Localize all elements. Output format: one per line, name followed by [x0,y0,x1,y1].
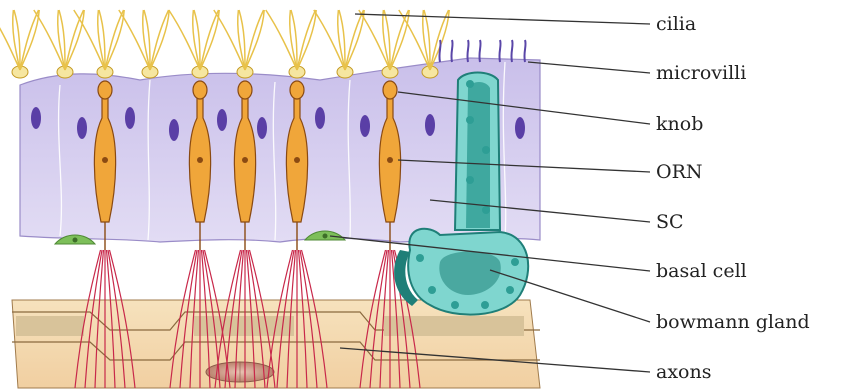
cilium [105,10,124,70]
knob [98,81,112,99]
label-orn: ORN [656,161,703,183]
orn-nucleus [102,157,108,163]
cilium [424,10,430,70]
gland-nucleus [416,254,424,262]
cilium [390,10,409,70]
cilium [200,10,219,70]
cilium [200,10,219,70]
labels: cilia microvilli knob ORN SC basal cell … [656,13,810,383]
supporting-cell-nucleus [169,119,179,141]
microvillus [511,40,512,62]
supporting-cell-nucleus [360,115,370,137]
gland-nucleus [482,146,490,154]
microvillus [439,40,440,62]
supporting-cell-nucleus [515,117,525,139]
label-cilia: cilia [656,13,696,35]
label-microvilli: microvilli [656,62,746,84]
cilium [384,10,390,70]
cilium [345,10,364,70]
cilium [14,10,20,70]
gland-nucleus [506,286,514,294]
cilium [245,10,264,70]
supporting-cell-nucleus [315,107,325,129]
supporting-cell-nucleus [125,107,135,129]
cilium [339,10,345,70]
cilium [399,10,430,70]
cilium [20,10,39,70]
cilium [390,10,409,70]
cilium [345,10,364,70]
cilium [239,10,245,70]
orn-nucleus [242,157,248,163]
knob [238,81,252,99]
cilium [144,10,150,70]
label-bowmann-gland: bowmann gland [656,311,810,333]
knob [193,81,207,99]
supporting-cell-nucleus [217,109,227,131]
cilia-tufts [0,10,449,78]
microvillus [479,40,480,62]
cilium [74,10,105,70]
label-basal-cell: basal cell [656,260,747,282]
cilium [150,10,169,70]
microvillus [524,40,525,62]
cilium [65,10,84,70]
label-knob: knob [656,113,703,135]
cilium [169,10,200,70]
cilium [245,10,264,70]
gland-nucleus [466,116,474,124]
gland-nucleus [466,176,474,184]
label-axons: axons [656,361,711,383]
orn-nucleus [387,157,393,163]
cilium [150,10,169,70]
cilium [59,10,65,70]
supporting-cell-nucleus [31,107,41,129]
orn-nucleus [294,157,300,163]
cilium [99,10,105,70]
microvillus [451,40,452,62]
gland-nucleus [451,301,459,309]
cilium [105,10,124,70]
supporting-cell-nucleus [77,117,87,139]
microvillus [467,40,468,62]
supporting-cell-nucleus [425,114,435,136]
knob [383,81,397,99]
cilium [266,10,297,70]
cilium [291,10,297,70]
gland-nucleus [466,80,474,88]
knob [290,81,304,99]
cilium [20,10,39,70]
label-sc: SC [656,211,684,233]
microvillus [499,40,500,62]
orn-nucleus [197,157,203,163]
gland-nucleus [511,258,519,266]
cilium [297,10,316,70]
supporting-cell-nucleus [257,117,267,139]
cilium [65,10,84,70]
gland-nucleus [481,301,489,309]
gland-nucleus [482,206,490,214]
cilium [194,10,200,70]
gland-nucleus [428,286,436,294]
cilium [297,10,316,70]
cilium [314,10,345,70]
